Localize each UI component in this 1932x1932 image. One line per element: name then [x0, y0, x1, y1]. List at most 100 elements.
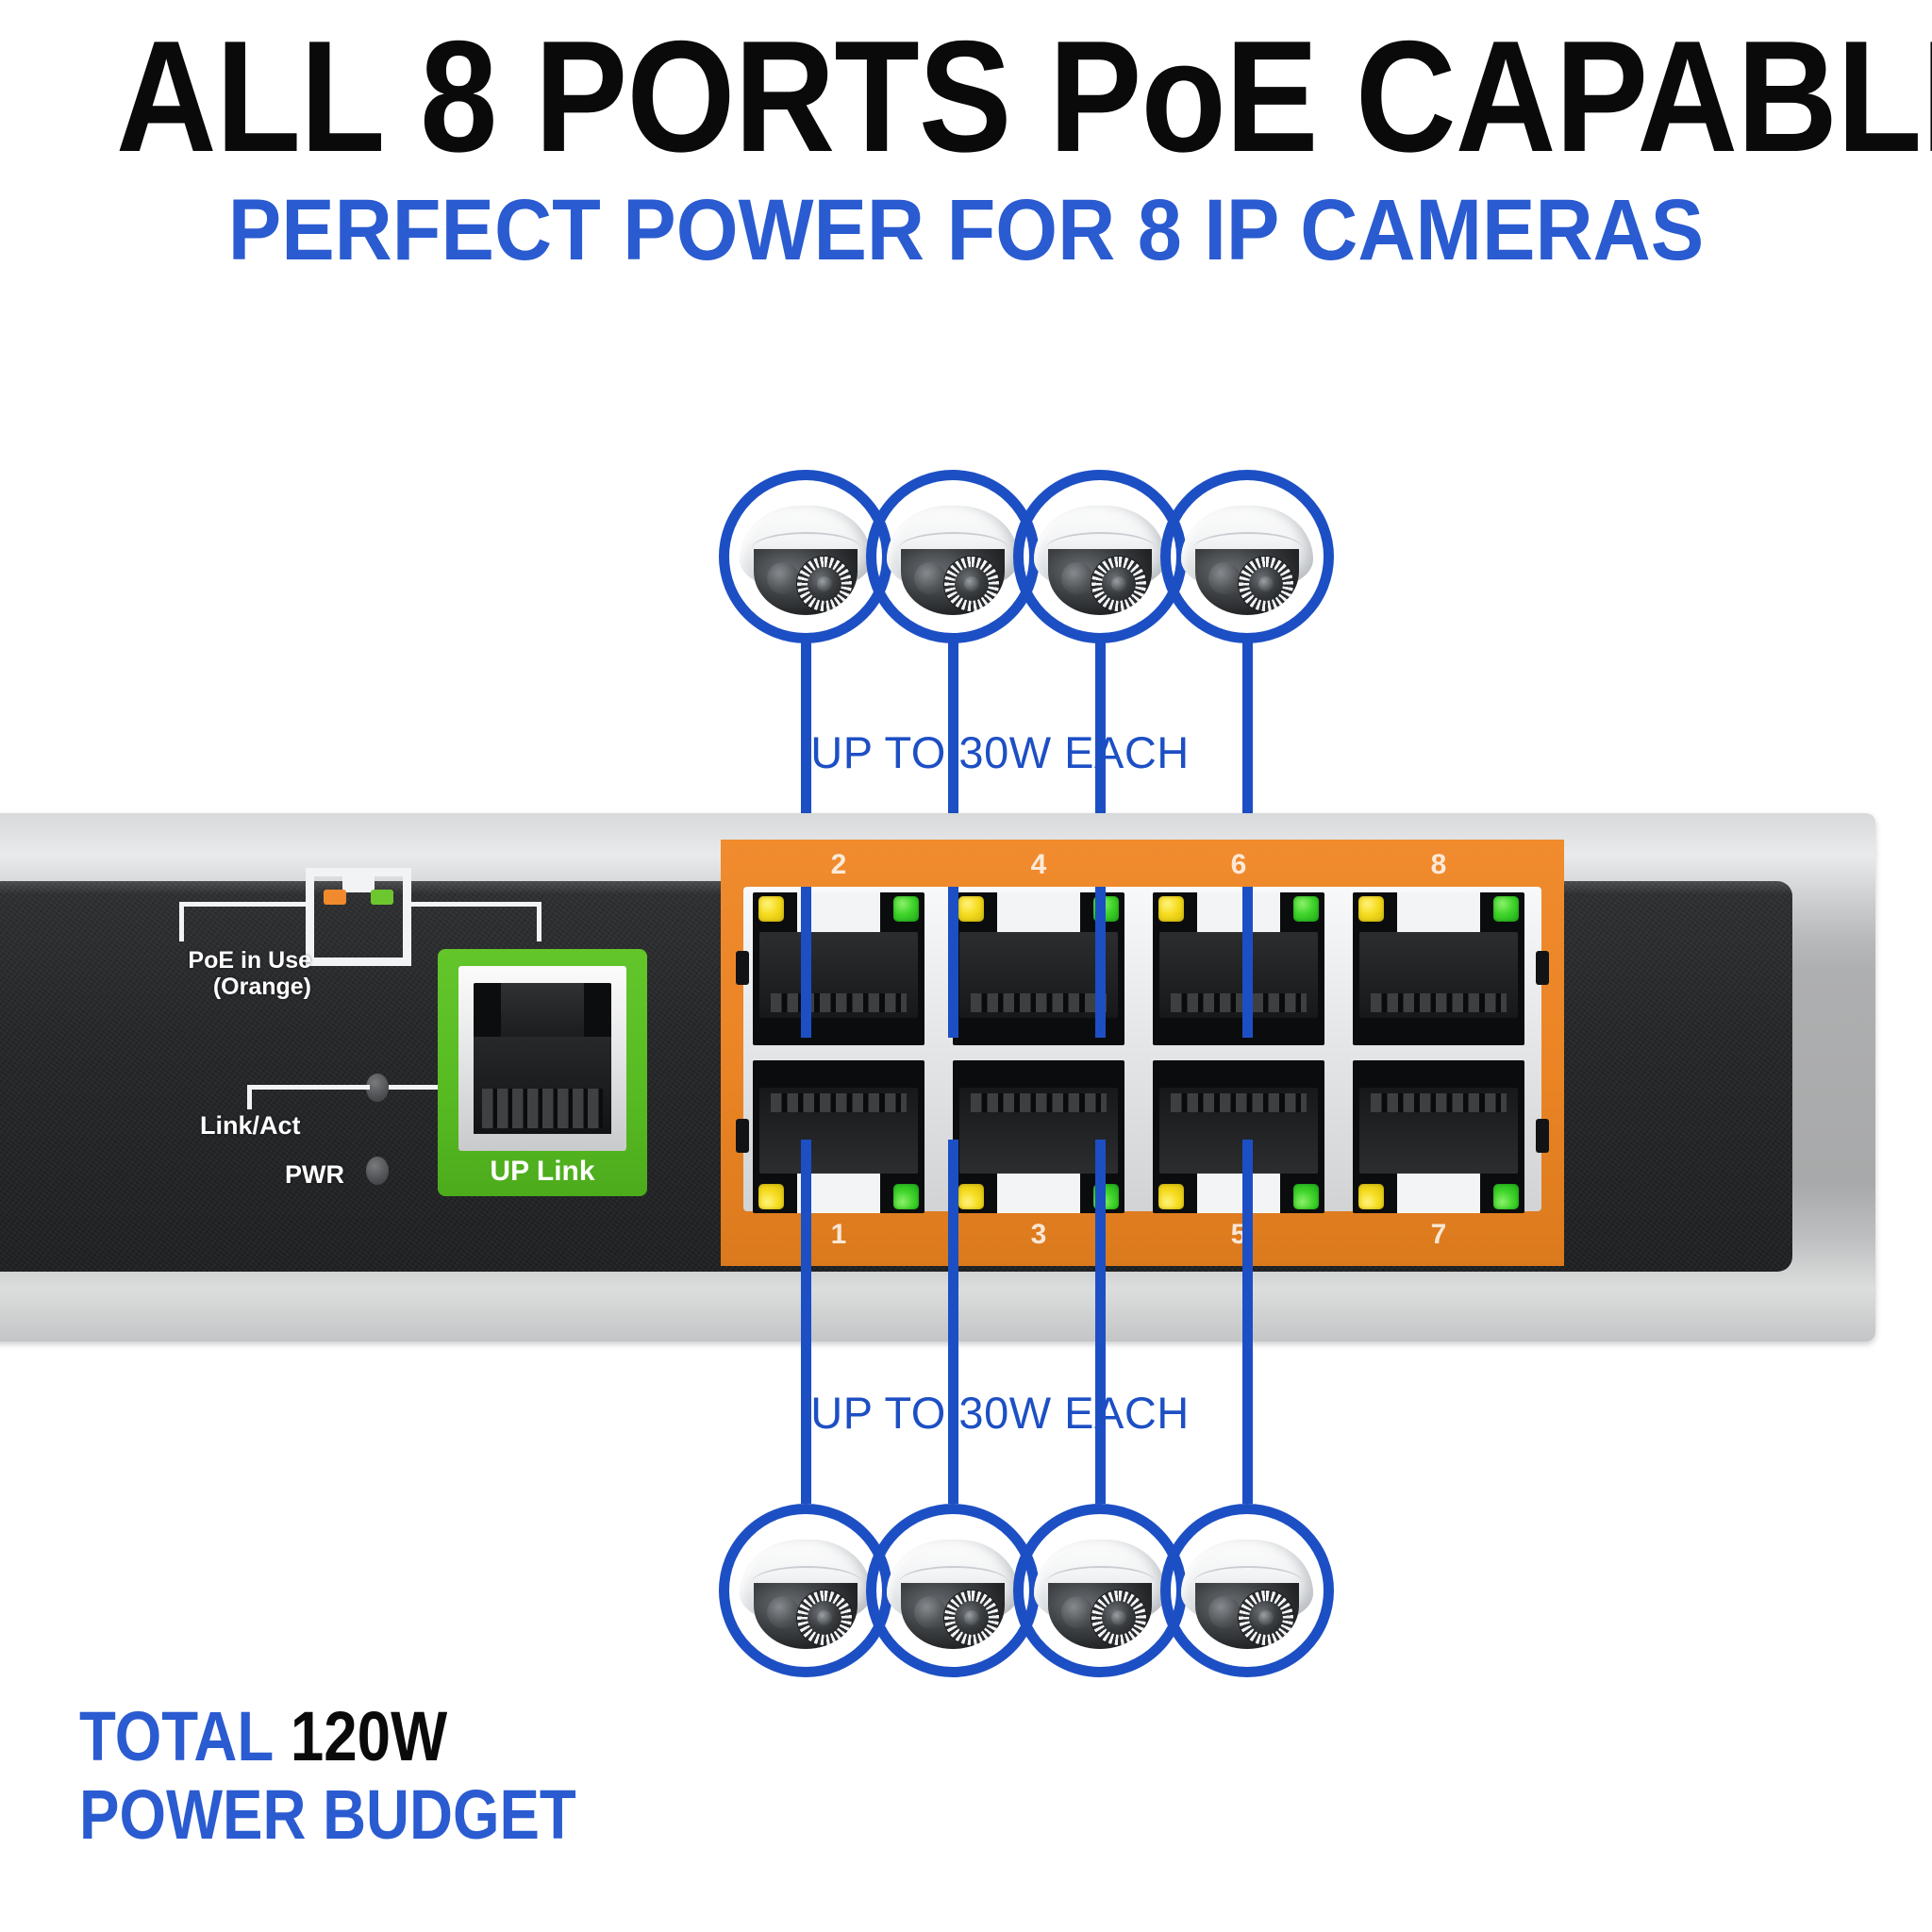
uplink-jack-tab: [501, 982, 584, 1043]
port-number-top-4: 8: [1430, 849, 1447, 880]
port-link-line-top-3: [1095, 887, 1106, 1038]
frame-notch-left-top: [736, 951, 749, 985]
camera-inner-bowl: [1048, 549, 1152, 615]
port-contact-teeth: [1370, 993, 1507, 1013]
port-keytab: [997, 1167, 1080, 1213]
top-connector-line-3: [1095, 638, 1106, 887]
port-plug-body: [1159, 1088, 1318, 1174]
camera-lens-glass: [1258, 576, 1274, 591]
camera-inner-bowl: [901, 1583, 1005, 1649]
dome-camera-icon: [1030, 1540, 1170, 1651]
budget-line2: POWER BUDGET: [79, 1774, 576, 1854]
port-keytab: [1397, 1167, 1480, 1213]
camera-dome-seam: [1193, 1566, 1303, 1587]
camera-lens-glass: [1111, 576, 1126, 591]
port-led-yellow: [958, 896, 984, 922]
port-number-top-1: 2: [830, 849, 847, 880]
uplink-label: UP Link: [490, 1156, 595, 1187]
linkact-leader-to-port: [389, 1085, 445, 1090]
camera-dome-seam: [1193, 532, 1303, 553]
uplink-jack-pins: [481, 1089, 604, 1128]
bottom-power-callout: UP TO 30W EACH: [810, 1388, 1190, 1438]
camera-inner-bowl: [754, 1583, 858, 1649]
page-title: ALL 8 PORTS PoE CAPABLE: [115, 8, 1932, 185]
budget-value: 120W: [290, 1697, 448, 1775]
pwr-indicator-label: PWR: [285, 1160, 344, 1189]
port-plug-body: [1359, 1088, 1518, 1174]
poe-port-4[interactable]: [953, 892, 1124, 1045]
camera-ring: [1160, 1504, 1334, 1677]
top-power-callout: UP TO 30W EACH: [810, 727, 1190, 777]
legend-leader-right-drop: [537, 902, 541, 941]
bottom-camera-4: [1160, 1504, 1334, 1677]
port-led-green: [1493, 896, 1519, 922]
dome-camera-icon: [736, 1540, 875, 1651]
rj45-legend-tab: [342, 868, 375, 892]
port-contact-teeth: [1370, 1092, 1507, 1112]
port-led-green: [893, 1184, 919, 1209]
camera-inner-bowl: [1048, 1583, 1152, 1649]
power-budget-callout: TOTAL 120W POWER BUDGET: [79, 1697, 576, 1855]
poe-port-8[interactable]: [1353, 892, 1524, 1045]
port-keytab: [1197, 892, 1280, 939]
linkact-leader-horizontal: [247, 1085, 370, 1090]
port-link-line-top-2: [948, 887, 958, 1038]
top-camera-1: [719, 470, 892, 643]
top-connector-line-2: [948, 638, 958, 887]
port-number-bottom-1: 1: [830, 1219, 847, 1250]
top-camera-2: [866, 470, 1040, 643]
dome-camera-icon: [1177, 506, 1317, 617]
port-link-line-bottom-2: [948, 1140, 958, 1264]
camera-lens-ring: [797, 557, 852, 611]
port-link-line-bottom-4: [1242, 1140, 1253, 1264]
port-plug-body: [759, 932, 918, 1018]
port-led-yellow: [758, 1184, 784, 1209]
poe-legend-line1: PoE in Use: [188, 947, 311, 974]
linkact-indicator-led: [366, 1074, 389, 1102]
camera-lens-glass: [817, 576, 832, 591]
camera-lens-barrel: [808, 1601, 841, 1635]
camera-dome-seam: [899, 1566, 1008, 1587]
linkact-leader-drop: [247, 1085, 252, 1109]
top-connector-line-1: [801, 638, 811, 887]
poe-port-6[interactable]: [1153, 892, 1324, 1045]
legend-leader-left-horizontal: [179, 902, 308, 907]
camera-lens-ring: [1239, 557, 1293, 611]
port-number-top-3: 6: [1230, 849, 1247, 880]
port-plug-body: [1159, 932, 1318, 1018]
top-camera-4: [1160, 470, 1334, 643]
camera-lens-glass: [1258, 1610, 1274, 1625]
camera-inner-bowl: [1195, 1583, 1299, 1649]
poe-port-5[interactable]: [1153, 1060, 1324, 1213]
port-led-yellow: [1158, 1184, 1184, 1209]
port-led-yellow: [1358, 1184, 1384, 1209]
uplink-port-block[interactable]: UP Link: [438, 949, 647, 1196]
frame-notch-right-top: [1536, 951, 1549, 985]
port-led-green: [893, 896, 919, 922]
uplink-rj45-jack[interactable]: [458, 966, 626, 1151]
port-contact-teeth: [1170, 993, 1307, 1013]
camera-dome-seam: [1046, 1566, 1156, 1587]
legend-leader-left-drop: [179, 902, 184, 941]
poe-port-1[interactable]: [753, 1060, 924, 1213]
camera-lens-ring: [944, 557, 999, 611]
port-keytab: [1397, 892, 1480, 939]
bottom-connector-line-2: [948, 1264, 958, 1504]
poe-port-2[interactable]: [753, 892, 924, 1045]
camera-lens-barrel: [955, 1601, 989, 1635]
port-led-yellow: [1158, 896, 1184, 922]
camera-lens-ring: [1091, 1591, 1146, 1645]
camera-lens-barrel: [1249, 567, 1283, 601]
port-led-green: [1293, 1184, 1319, 1209]
budget-total-word: TOTAL: [79, 1697, 275, 1775]
port-number-bottom-2: 3: [1030, 1219, 1047, 1250]
camera-lens-glass: [817, 1610, 832, 1625]
port-number-bottom-4: 7: [1430, 1219, 1447, 1250]
port-contact-teeth: [770, 993, 907, 1013]
port-contact-teeth: [770, 1092, 907, 1112]
poe-port-7[interactable]: [1353, 1060, 1524, 1213]
port-plug-body: [959, 932, 1118, 1018]
camera-inner-bowl: [901, 549, 1005, 615]
